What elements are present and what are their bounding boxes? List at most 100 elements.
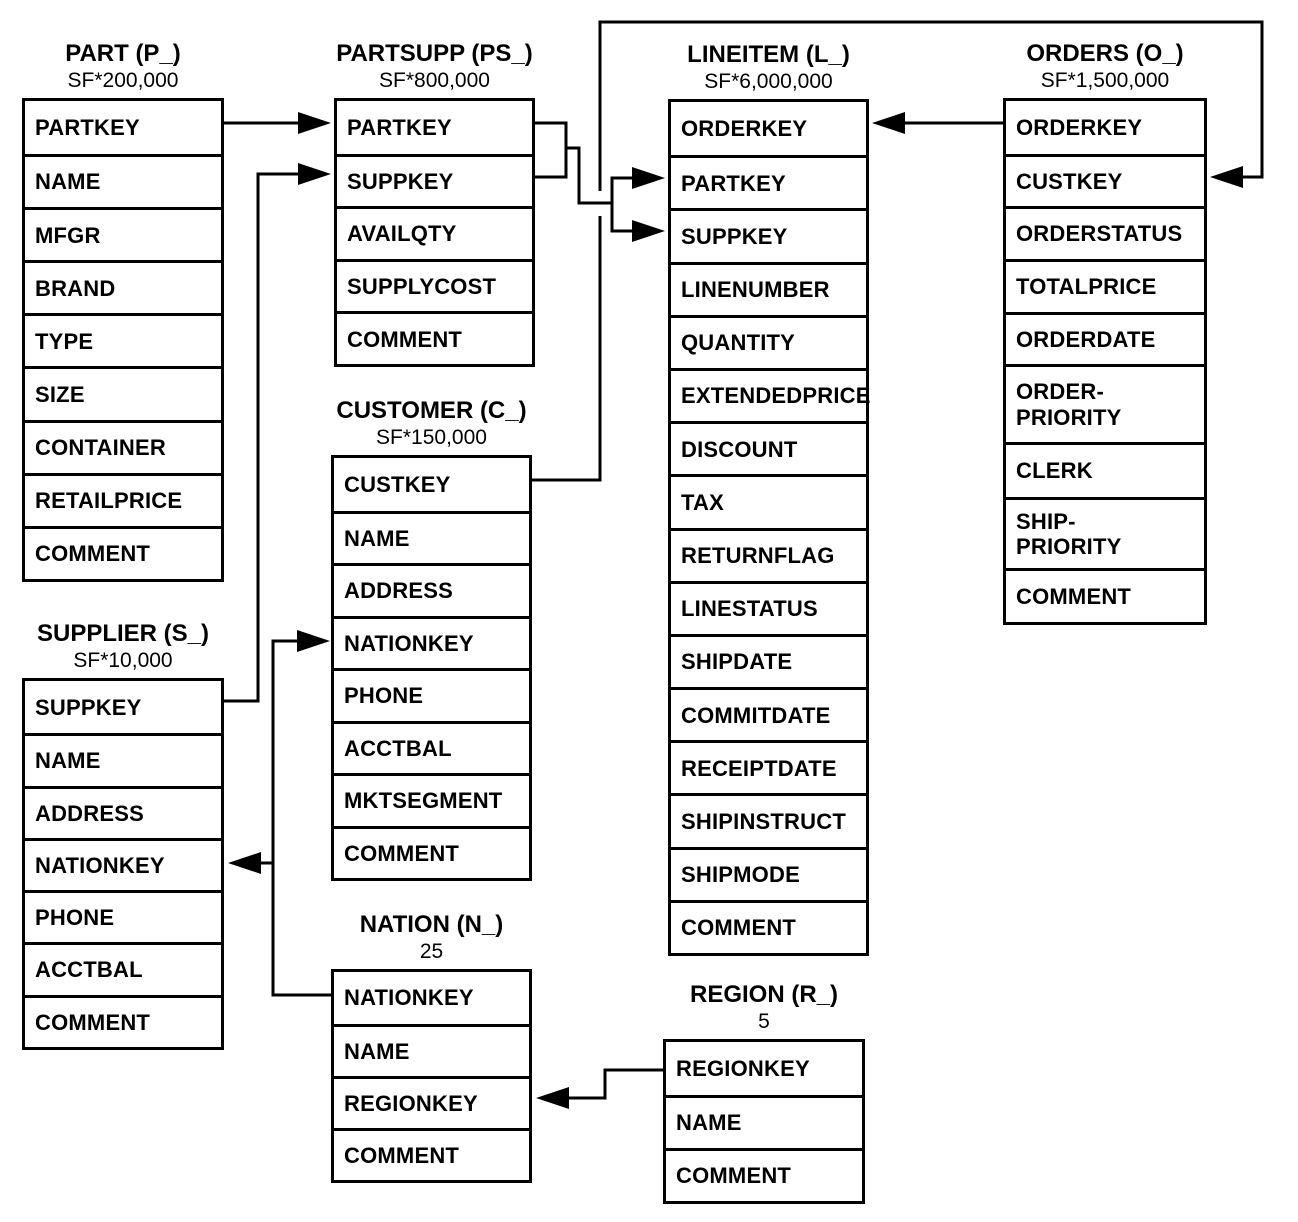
rel-customer-custkey-to-orders-custkey bbox=[532, 20, 1264, 482]
column-label: SHIP- PRIORITY bbox=[1016, 508, 1122, 559]
column-label: NATIONKEY bbox=[344, 630, 474, 656]
column-label: MKTSEGMENT bbox=[344, 788, 503, 814]
relationship-line bbox=[224, 172, 298, 703]
column-label: PHONE bbox=[344, 683, 424, 709]
column-lineitem-linenumber: LINENUMBER bbox=[671, 261, 866, 315]
column-label: ORDER- PRIORITY bbox=[1016, 379, 1122, 430]
rel-nation-nationkey-to-customer-and-supplier bbox=[228, 630, 331, 997]
column-lineitem-shipinstruct: SHIPINSTRUCT bbox=[671, 793, 866, 846]
table-header-partsupp: PARTSUPP (PS_)SF*800,000 bbox=[334, 40, 535, 93]
column-customer-custkey: CUSTKEY bbox=[334, 458, 529, 511]
relationship-line bbox=[271, 639, 331, 997]
arrowhead-icon bbox=[536, 1087, 569, 1109]
column-part-size: SIZE bbox=[25, 366, 221, 419]
column-orders-orderstatus: ORDERSTATUS bbox=[1006, 206, 1204, 259]
table-header-customer: CUSTOMER (C_)SF*150,000 bbox=[331, 397, 532, 450]
column-customer-acctbal: ACCTBAL bbox=[334, 720, 529, 774]
column-label: SHIPMODE bbox=[681, 862, 800, 888]
column-label: PARTKEY bbox=[35, 114, 140, 140]
column-lineitem-quantity: QUANTITY bbox=[671, 314, 866, 368]
column-label: SHIPINSTRUCT bbox=[681, 808, 846, 834]
table-header-region: REGION (R_)5 bbox=[663, 981, 865, 1034]
column-supplier-phone: PHONE bbox=[25, 890, 221, 942]
column-label: SUPPKEY bbox=[347, 168, 454, 194]
column-orders-orderkey: ORDERKEY bbox=[1006, 101, 1204, 154]
column-nation-name: NAME bbox=[334, 1024, 529, 1076]
table-cardinality-lineitem: SF*6,000,000 bbox=[704, 70, 833, 93]
column-orders-custkey: CUSTKEY bbox=[1006, 154, 1204, 206]
column-label: CLERK bbox=[1016, 458, 1093, 484]
relationship-line bbox=[610, 203, 632, 233]
relationship-line bbox=[535, 121, 568, 179]
column-label: BRAND bbox=[35, 275, 116, 301]
column-nation-comment: COMMENT bbox=[334, 1128, 529, 1180]
relationship-line bbox=[532, 216, 602, 482]
relationship-line bbox=[566, 146, 632, 205]
arrowhead-icon bbox=[298, 112, 331, 134]
column-supplier-suppkey: SUPPKEY bbox=[25, 681, 221, 733]
column-lineitem-suppkey: SUPPKEY bbox=[671, 208, 866, 261]
column-customer-nationkey: NATIONKEY bbox=[334, 615, 529, 669]
column-label: REGIONKEY bbox=[344, 1090, 478, 1116]
column-lineitem-extendedprice: EXTENDEDPRICE bbox=[671, 367, 870, 421]
column-label: PHONE bbox=[35, 905, 115, 931]
column-label: PARTKEY bbox=[347, 114, 452, 140]
table-header-orders: ORDERS (O_)SF*1,500,000 bbox=[1003, 40, 1207, 93]
table-header-part: PART (P_)SF*200,000 bbox=[22, 40, 224, 93]
column-region-regionkey: REGIONKEY bbox=[666, 1042, 862, 1095]
column-lineitem-shipmode: SHIPMODE bbox=[671, 846, 866, 900]
column-customer-name: NAME bbox=[334, 510, 529, 564]
column-orders-totalprice: TOTALPRICE bbox=[1006, 259, 1204, 312]
table-title-lineitem: LINEITEM (L_) bbox=[687, 41, 850, 68]
column-part-brand: BRAND bbox=[25, 260, 221, 313]
column-label: CONTAINER bbox=[35, 434, 166, 460]
table-cardinality-supplier: SF*10,000 bbox=[73, 649, 173, 672]
column-label: TAX bbox=[681, 489, 724, 515]
column-customer-comment: COMMENT bbox=[334, 825, 529, 879]
column-label: ORDERSTATUS bbox=[1016, 221, 1183, 247]
column-lineitem-shipdate: SHIPDATE bbox=[671, 633, 866, 687]
table-cardinality-nation: 25 bbox=[419, 940, 444, 963]
column-orders-clerk: CLERK bbox=[1006, 442, 1204, 497]
table-title-region: REGION (R_) bbox=[689, 981, 838, 1008]
arrowhead-icon bbox=[298, 163, 331, 185]
column-lineitem-receiptdate: RECEIPTDATE bbox=[671, 740, 866, 793]
column-partsupp-availqty: AVAILQTY bbox=[337, 206, 532, 259]
column-part-retailprice: RETAILPRICE bbox=[25, 472, 221, 526]
column-partsupp-comment: COMMENT bbox=[337, 311, 532, 364]
arrowhead-icon bbox=[632, 167, 665, 189]
column-part-type: TYPE bbox=[25, 313, 221, 366]
column-region-name: NAME bbox=[666, 1095, 862, 1148]
column-label: COMMENT bbox=[344, 1142, 460, 1168]
column-label: REGIONKEY bbox=[676, 1055, 810, 1081]
column-lineitem-linestatus: LINESTATUS bbox=[671, 580, 866, 634]
table-cardinality-orders: SF*1,500,000 bbox=[1040, 69, 1170, 92]
table-title-nation: NATION (N_) bbox=[359, 911, 504, 938]
column-label: RETAILPRICE bbox=[35, 488, 183, 514]
relationship-line bbox=[598, 20, 1264, 191]
table-header-nation: NATION (N_)25 bbox=[331, 911, 532, 964]
column-label: RETURNFLAG bbox=[681, 542, 835, 568]
column-part-partkey: PARTKEY bbox=[25, 101, 221, 154]
column-label: COMMENT bbox=[344, 840, 460, 866]
column-supplier-acctbal: ACCTBAL bbox=[25, 942, 221, 994]
table-cardinality-customer: SF*150,000 bbox=[376, 426, 487, 449]
column-label: PARTKEY bbox=[681, 170, 786, 196]
column-part-name: NAME bbox=[25, 154, 221, 207]
column-label: ACCTBAL bbox=[35, 957, 143, 983]
column-supplier-address: ADDRESS bbox=[25, 785, 221, 838]
column-label: LINENUMBER bbox=[681, 277, 830, 302]
column-label: ADDRESS bbox=[35, 800, 144, 826]
column-label: SIZE bbox=[35, 381, 85, 407]
column-supplier-nationkey: NATIONKEY bbox=[25, 837, 221, 890]
table-title-supplier: SUPPLIER (S_) bbox=[36, 620, 210, 647]
column-label: AVAILQTY bbox=[347, 221, 457, 247]
column-lineitem-tax: TAX bbox=[671, 474, 866, 527]
rel-region-regionkey-to-nation-regionkey bbox=[536, 1068, 663, 1109]
